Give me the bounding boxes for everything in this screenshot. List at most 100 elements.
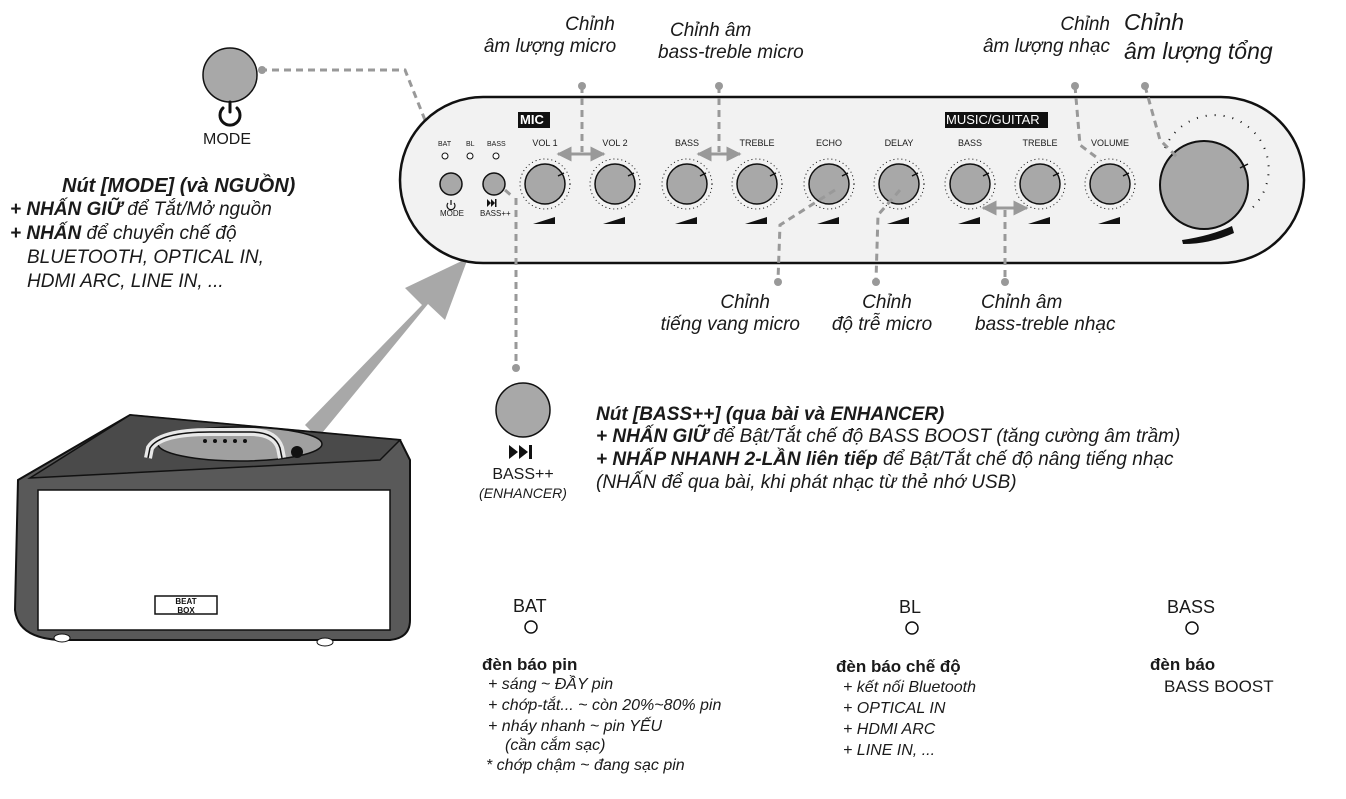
knob-echo-4[interactable] — [808, 163, 850, 205]
knob-delay-5[interactable] — [878, 163, 920, 205]
skip-forward-icon — [509, 445, 532, 459]
knob-volume-8[interactable] — [1089, 163, 1131, 205]
knob-level-wedge — [603, 217, 625, 224]
bl-led-label: BL — [466, 141, 475, 148]
label-connectors — [504, 85, 1180, 370]
legend-bat-led — [524, 620, 538, 634]
bl-led — [466, 152, 474, 160]
mode-line-4: HDMI ARC, LINE IN, ... — [27, 271, 224, 292]
legend-bat-item-5: * chớp chậm ~ đang sạc pin — [486, 757, 685, 774]
knob-scale — [731, 158, 783, 210]
mode-title: Nút [MODE] (và NGUỒN) — [62, 175, 296, 197]
knob-level-wedge — [745, 217, 767, 224]
knob-level-wedge — [533, 217, 555, 224]
knob-scale — [661, 158, 713, 210]
knob-label: VOLUME — [1090, 138, 1129, 148]
knob-label: TREBLE — [739, 138, 775, 148]
bass-plus-line-2: + NHẤP NHANH 2-LẦN liên tiếp để Bật/Tắt … — [596, 449, 1174, 470]
legend-bass-name: BASS — [1167, 597, 1216, 617]
music-header: MUSIC/GUITAR — [946, 112, 1040, 127]
bass-plus-line-1: + NHẤN GIỮ để Bật/Tắt chế độ BASS BOOST … — [596, 426, 1181, 447]
legend-bass-led — [1185, 621, 1199, 635]
knob-label: DELAY — [884, 138, 914, 148]
legend-bl-led — [905, 621, 919, 635]
knob-pointer — [1052, 172, 1060, 177]
svg-text:BEAT: BEAT — [175, 597, 196, 606]
knob-pointer — [841, 172, 849, 177]
bass-led — [492, 152, 500, 160]
knob-pointer — [1122, 172, 1130, 177]
bass-plus-button-large — [495, 382, 551, 438]
mode-line-3: BLUETOOTH, OPTICAL IN, — [27, 247, 264, 268]
knob-level-wedge — [1098, 217, 1120, 224]
mode-button-large — [202, 47, 258, 103]
legend-bl-heading: đèn báo chế độ — [836, 657, 961, 676]
knob-label: VOL 2 — [602, 138, 628, 148]
mode-button[interactable] — [439, 172, 463, 196]
knob-label: BASS — [674, 138, 699, 148]
knob-scale — [1084, 158, 1136, 210]
legend-bat-name: BAT — [513, 596, 547, 616]
master-volume-wedge — [1182, 226, 1234, 244]
knob-label: TREBLE — [1022, 138, 1058, 148]
mode-line-2: + NHẤN để chuyển chế độ — [10, 223, 237, 244]
bass-plus-caption-2: (ENHANCER) — [479, 485, 567, 501]
knob-label: ECHO — [815, 138, 842, 148]
legend-bl-item-2: + OPTICAL IN — [843, 700, 946, 717]
bat-led-label: BAT — [438, 141, 452, 148]
knob-treble-3[interactable] — [736, 163, 778, 205]
knob-vol-2-1[interactable] — [594, 163, 636, 205]
knob-level-wedge — [675, 217, 697, 224]
legend-bat-item-3: + nháy nhanh ~ pin YẾU — [488, 718, 663, 735]
speaker-illustration: BEAT BOX — [13, 413, 411, 647]
knob-scale — [1014, 158, 1066, 210]
knob-label: BASS — [957, 138, 982, 148]
knob-vol-1-0[interactable] — [524, 163, 566, 205]
knob-scale — [944, 158, 996, 210]
bass-plus-button[interactable] — [482, 172, 506, 196]
mic-header: MIC — [520, 112, 544, 127]
knob-pointer — [627, 172, 635, 177]
legend-bat-item-4: (cần cắm sạc) — [505, 737, 606, 754]
master-volume-knob[interactable] — [1159, 140, 1249, 230]
mode-caption: MODE — [203, 131, 251, 148]
knob-treble-7[interactable] — [1019, 163, 1061, 205]
bass-plus-title: Nút [BASS++] (qua bài và ENHANCER) — [596, 404, 945, 425]
legend-bl-item-3: + HDMI ARC — [843, 721, 936, 738]
small-skip-icon — [487, 199, 497, 207]
knob-level-wedge — [817, 217, 839, 224]
bass-led-label: BASS — [487, 141, 506, 148]
bat-led — [441, 152, 449, 160]
knob-scale — [803, 158, 855, 210]
legend-bl-item-1: + kết nối Bluetooth — [843, 679, 976, 696]
big-pointer-arrow — [305, 258, 468, 438]
legend-bat-item-2: + chớp-tắt... ~ còn 20%~80% pin — [488, 697, 722, 714]
knob-pointer — [911, 172, 919, 177]
knob-label: VOL 1 — [532, 138, 558, 148]
knob-scale — [873, 158, 925, 210]
legend-bass-heading: đèn báo — [1150, 655, 1216, 674]
knob-pointer — [557, 172, 565, 177]
knob-level-wedge — [1028, 217, 1050, 224]
legend-bl-item-4: + LINE IN, ... — [843, 742, 936, 759]
knob-level-wedge — [887, 217, 909, 224]
knob-pointer — [699, 172, 707, 177]
knob-bass-2[interactable] — [666, 163, 708, 205]
mode-line-1: + NHẤN GIỮ để Tắt/Mở nguồn — [10, 199, 272, 220]
knob-row — [519, 158, 1136, 224]
knob-pointer — [769, 172, 777, 177]
power-icon — [218, 100, 242, 127]
legend-bat-item-1: + sáng ~ ĐẦY pin — [488, 676, 614, 693]
small-power-icon — [446, 200, 456, 211]
legend-bat-heading: đèn báo pin — [482, 655, 578, 674]
knob-bass-6[interactable] — [949, 163, 991, 205]
legend-bl-name: BL — [899, 597, 922, 617]
